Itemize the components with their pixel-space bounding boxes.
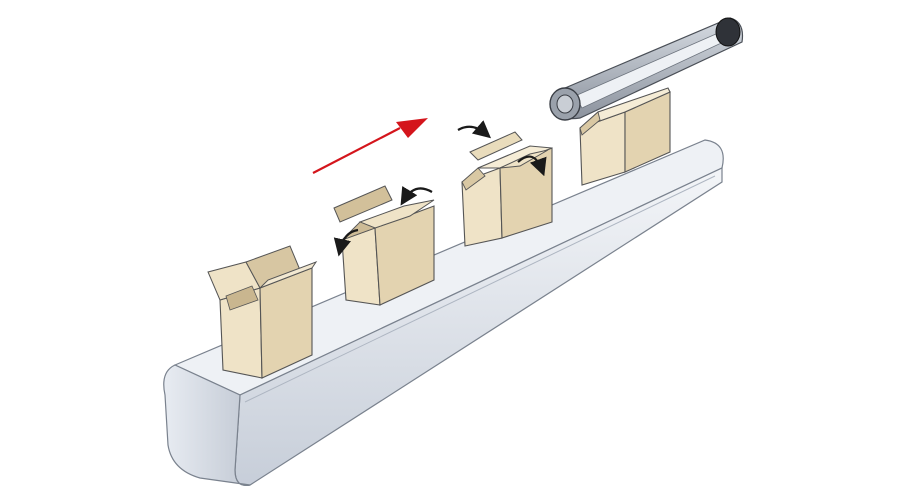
carton-3-flap-back: [469, 131, 523, 161]
flow-direction-arrow: [312, 118, 428, 174]
fold-arrow-icon: [457, 120, 492, 139]
carton-2-back-flap: [333, 185, 393, 223]
carton-2-inner: [341, 221, 377, 241]
fold-arrow-icon: [517, 155, 547, 177]
carton-4-bevel: [579, 111, 601, 136]
fold-arrow-icon: [333, 228, 359, 257]
carton-1-inner: [225, 285, 259, 311]
fold-arrow-icon: [400, 186, 433, 206]
top-belt-unit: [549, 17, 744, 121]
carton-3-top: [477, 145, 553, 169]
carton-stage-4: [579, 87, 671, 186]
carton-stage-2: [333, 185, 435, 306]
belt-edge-line: [244, 175, 716, 403]
carton-stage-1: [207, 245, 318, 379]
top-belt-roller-icon: [715, 17, 741, 47]
belt-left-end: [163, 364, 251, 487]
carton-3-bevel: [461, 167, 486, 191]
carton-1-right-flap: [259, 260, 318, 289]
carton-2-front: [341, 227, 381, 306]
top-belt-front-roller-hub: [556, 94, 574, 114]
